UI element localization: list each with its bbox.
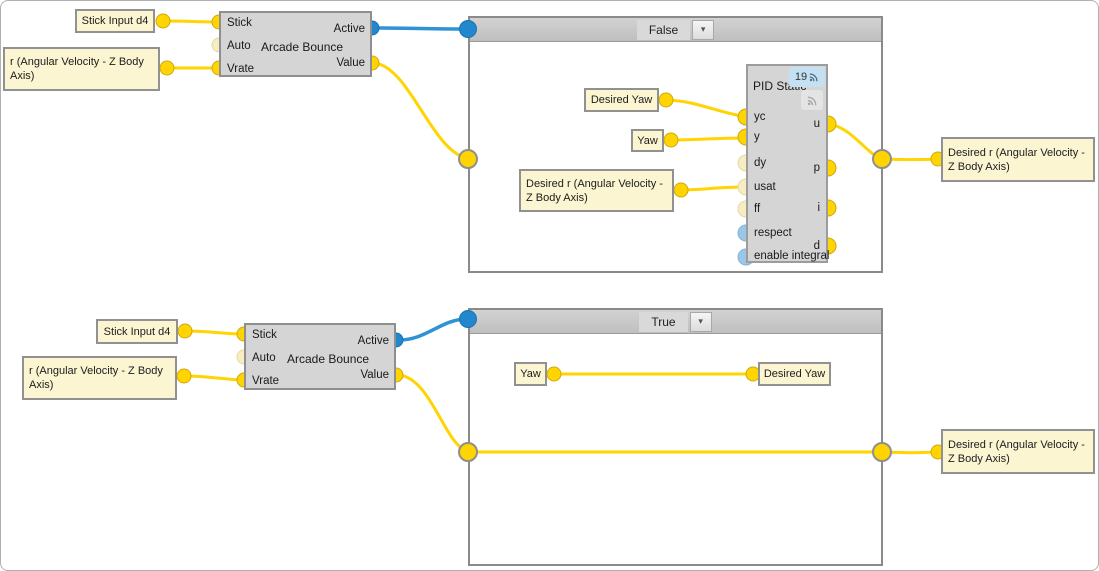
block-title: Arcade Bounce [261,40,343,54]
port-label-stick: Stick [252,329,277,341]
variable-box-stick-input[interactable]: Stick Input d4 [96,319,178,344]
variable-box-desired-r-in[interactable]: Desired r (Angular Velocity - Z Body Axi… [519,169,674,212]
wire-active-to-container[interactable] [399,319,467,340]
variable-label: Desired r (Angular Velocity - Z Body Axi… [948,438,1088,466]
port-label-usat: usat [754,181,776,193]
port-label-i: i [817,202,820,214]
output-port-stick-input[interactable] [178,324,193,339]
variable-box-rate-input[interactable]: r (Angular Velocity - Z Body Axis) [3,47,160,91]
variable-box-stick-input[interactable]: Stick Input d4 [75,9,155,33]
variable-label: Stick Input d4 [82,14,149,28]
arcade-bounce-block[interactable]: Stick Active Auto Arcade Bounce Vrate Va… [244,323,396,390]
port-label-u: u [814,118,820,130]
variable-label: Yaw [520,367,541,381]
condition-container-true[interactable]: True ▾ [468,308,883,566]
condition-value[interactable]: False [637,20,690,40]
port-label-value: Value [360,369,389,381]
port-label-active: Active [334,23,365,35]
wire-value-to-junction[interactable] [374,63,466,158]
chevron-down-icon[interactable]: ▾ [692,20,714,40]
junction-result-out[interactable] [872,442,892,462]
port-label-auto: Auto [227,40,251,52]
wire-active-to-container[interactable] [373,28,468,29]
junction-value-in[interactable] [458,149,478,169]
chevron-down-icon[interactable]: ▾ [690,312,712,332]
variable-box-desired-r-out[interactable]: Desired r (Angular Velocity - Z Body Axi… [941,137,1095,182]
port-label-stick: Stick [227,17,252,29]
output-port-rate-input[interactable] [177,369,192,384]
port-label-respect: respect [754,227,792,239]
variable-box-yaw[interactable]: Yaw [514,362,547,386]
variable-label: Desired Yaw [591,93,652,107]
variable-box-desired-yaw[interactable]: Desired Yaw [758,362,831,386]
broadcast-toggle-button[interactable] [801,90,823,110]
variable-box-yaw[interactable]: Yaw [631,129,664,152]
variable-box-desired-yaw[interactable]: Desired Yaw [584,88,659,112]
port-label-value: Value [336,57,365,69]
variable-label: Stick Input d4 [104,325,171,339]
variable-label: r (Angular Velocity - Z Body Axis) [10,55,153,83]
variable-label: Desired Yaw [764,367,825,381]
port-label-ff: ff [754,203,760,215]
variable-label: Desired r (Angular Velocity - Z Body Axi… [526,177,667,205]
wire-value-to-junction[interactable] [399,375,467,451]
variable-box-rate-input[interactable]: r (Angular Velocity - Z Body Axis) [22,356,177,400]
pid-static-block[interactable]: PID Static 19 yc y dy usat ff respect en… [746,64,828,263]
condition-combobox[interactable]: True ▾ [639,312,711,332]
port-label-active: Active [358,335,389,347]
condition-header: True ▾ [470,310,881,334]
container-active-port[interactable] [459,20,477,38]
output-port-rate-input[interactable] [160,61,175,76]
port-label-vrate: Vrate [252,375,279,387]
condition-header: False ▾ [470,18,881,42]
output-port-yaw[interactable] [664,133,679,148]
output-port-yaw[interactable] [547,367,562,382]
broadcast-icon [809,72,819,82]
port-label-vrate: Vrate [227,63,254,75]
port-label-yc: yc [754,111,766,123]
condition-value[interactable]: True [639,312,687,332]
port-label-p: p [814,162,820,174]
port-label-auto: Auto [252,352,276,364]
block-title: Arcade Bounce [287,352,369,366]
output-port-stick-input[interactable] [156,14,171,29]
broadcast-icon [807,95,818,106]
broadcast-count-badge[interactable]: 19 [789,67,825,87]
arcade-bounce-block[interactable]: Stick Active Auto Arcade Bounce Vrate Va… [219,11,372,77]
junction-result-out[interactable] [872,149,892,169]
output-port-desired-r[interactable] [674,183,689,198]
output-port-desired-yaw[interactable] [659,93,674,108]
port-label-dy: dy [754,157,766,169]
variable-box-desired-r-out[interactable]: Desired r (Angular Velocity - Z Body Axi… [941,429,1095,474]
junction-value-in[interactable] [458,442,478,462]
variable-label: Yaw [637,134,658,148]
variable-label: Desired r (Angular Velocity - Z Body Axi… [948,146,1088,174]
port-label-y: y [754,131,760,143]
badge-count: 19 [795,71,807,83]
container-active-port[interactable] [459,310,477,328]
condition-combobox[interactable]: False ▾ [637,20,714,40]
variable-label: r (Angular Velocity - Z Body Axis) [29,364,170,392]
port-label-d: d [814,240,820,252]
